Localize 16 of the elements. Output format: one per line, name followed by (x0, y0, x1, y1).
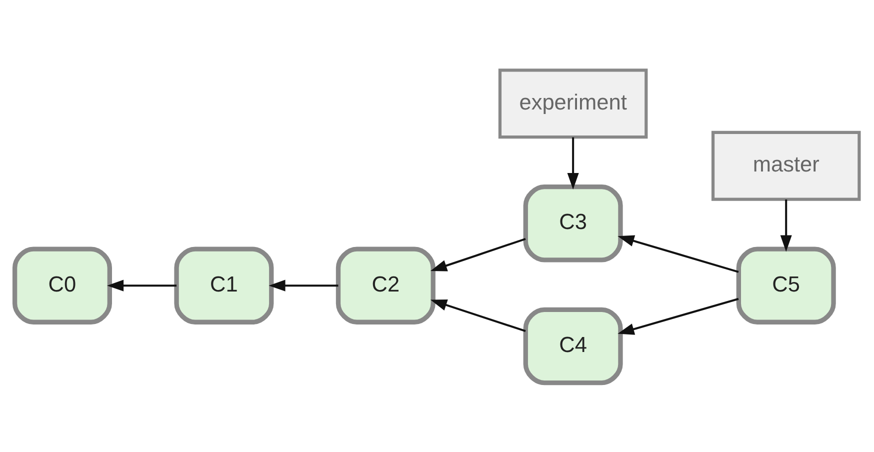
arrow (430, 237, 526, 271)
arrow (567, 136, 579, 189)
node-box: experiment (498, 68, 648, 138)
node-box: C5 (736, 246, 836, 324)
node-box: C3 (523, 184, 623, 262)
arrow (268, 279, 338, 291)
node-box: C0 (12, 246, 112, 324)
arrow (618, 297, 739, 334)
node-box: master (711, 130, 861, 200)
arrow (618, 234, 739, 272)
node-box: C1 (174, 246, 274, 324)
arrow (107, 279, 177, 291)
node-box: C4 (523, 306, 623, 385)
node-box: C2 (336, 246, 436, 324)
arrow (430, 298, 526, 332)
arrow (780, 199, 792, 252)
